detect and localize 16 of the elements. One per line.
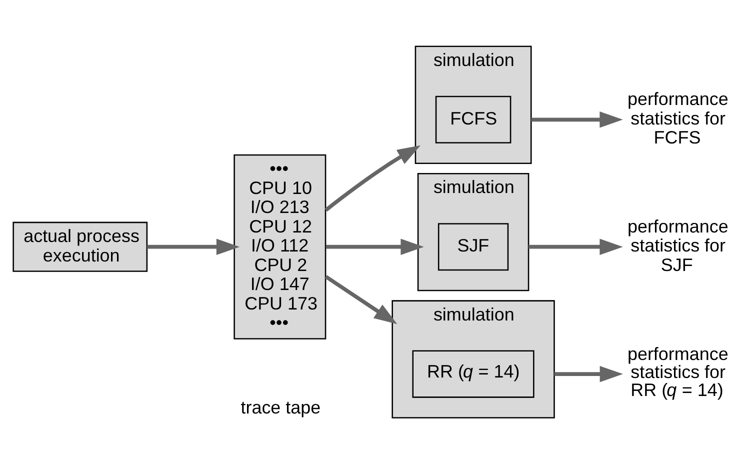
arrow — [147, 238, 240, 255]
node-box: SJF — [438, 223, 509, 271]
node-text: performance statistics for FCFS — [627, 89, 728, 148]
node-box: FCFS — [435, 96, 512, 144]
arrow — [326, 238, 424, 255]
node-label: trace tape — [240, 397, 321, 418]
arrow — [324, 145, 421, 212]
node-text: performance statistics for RR (q = 14) — [627, 344, 728, 400]
arrow — [554, 366, 624, 382]
arrow — [324, 275, 398, 324]
arrow — [528, 238, 623, 255]
node-box: actual process execution — [12, 222, 148, 272]
node-box: RR (q = 14) — [412, 350, 534, 398]
node-box: ••• CPU 10 I/O 213 CPU 12 I/O 112 CPU 2 I/O 147 CPU 173 ••• — [234, 154, 326, 340]
node-text: performance statistics for SJF — [627, 216, 728, 275]
arrow — [531, 112, 623, 128]
